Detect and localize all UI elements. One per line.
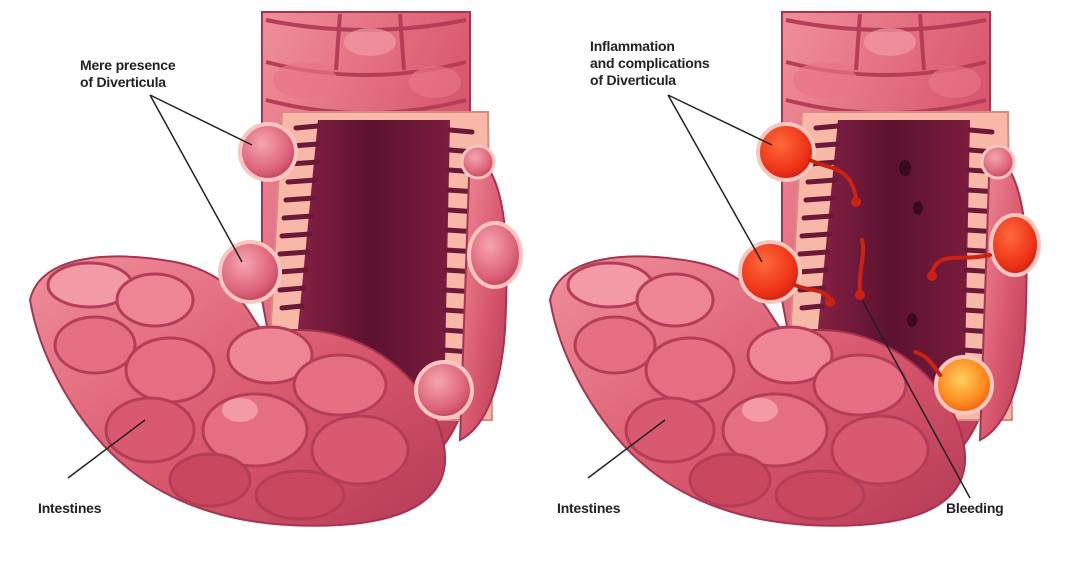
abscess-diverticulum: [934, 355, 994, 415]
label-bleeding: Bleeding: [946, 500, 1004, 516]
label-inflammation: Inflammation and complications of Divert…: [590, 38, 710, 88]
right-blood-tracks: [793, 158, 992, 377]
right-blood-drops: [825, 197, 937, 307]
right-leader-lines: [587, 94, 971, 499]
label-intestines-right: Intestines: [557, 500, 621, 516]
left-diverticula: [218, 122, 523, 420]
label-intestines-left: Intestines: [38, 500, 102, 516]
diverticulum: [218, 240, 282, 304]
diverticulum: [467, 221, 523, 289]
inflamed-diverticulum: [738, 240, 802, 304]
label-mere-presence: Mere presence of Diverticula: [80, 57, 176, 90]
right-perforations: [899, 160, 923, 327]
diverticulum: [238, 122, 298, 182]
left-leader-lines: [67, 94, 253, 479]
diverticulum: [460, 144, 496, 180]
diverticulum: [980, 144, 1016, 180]
right-inflamed-diverticula: [738, 122, 1041, 415]
inflamed-diverticulum: [989, 213, 1041, 277]
diverticulum: [414, 360, 474, 420]
inflamed-diverticulum: [756, 122, 816, 182]
